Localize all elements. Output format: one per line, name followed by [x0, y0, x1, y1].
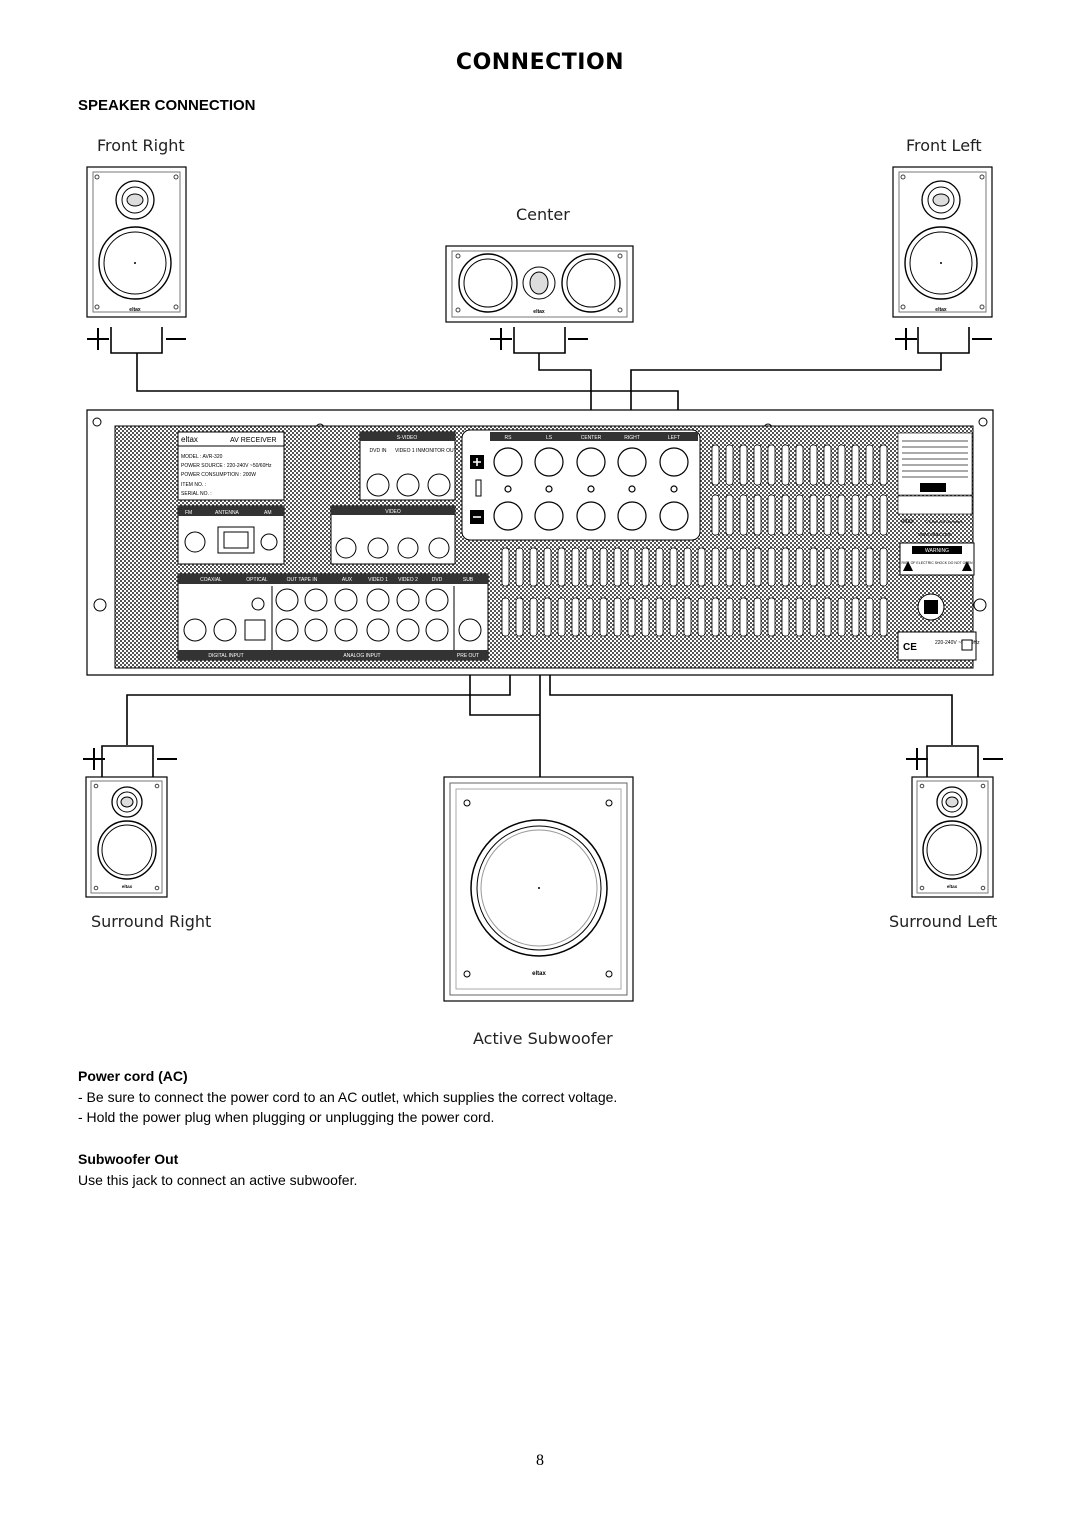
- model-title: AV RECEIVER: [230, 437, 277, 444]
- dvd-label: DVD: [432, 577, 443, 583]
- ce-mark: CE: [903, 642, 917, 653]
- page-title: CONNECTION: [455, 50, 625, 75]
- power-cord-heading: Power cord (AC): [78, 1068, 188, 1084]
- front-terminals: [87, 327, 992, 354]
- receiver-rear-panel: eltax AV RECEIVER MODEL : AVR-320 POWER …: [86, 409, 994, 676]
- svideo-label: S-VIDEO: [397, 435, 418, 441]
- sub-label: SUB: [463, 577, 474, 583]
- subwoofer-label: Active Subwoofer: [473, 1029, 613, 1048]
- front-left-label: Front Left: [906, 136, 982, 155]
- video2-label: VIDEO 2: [398, 577, 418, 583]
- section-heading: SPEAKER CONNECTION: [78, 97, 256, 114]
- power-cord-item: - Hold the power plug when plugging or u…: [78, 1109, 495, 1125]
- power-source-text: POWER SOURCE : 220-240V ~50/60Hz: [181, 463, 272, 469]
- receiver-brand: eltax: [181, 435, 198, 444]
- center-label: Center: [516, 205, 570, 224]
- front-right-label: Front Right: [97, 136, 185, 155]
- surround-terminals: [83, 745, 1003, 777]
- brand-label: eltax: [122, 884, 133, 889]
- rating-text: 220-240V ~50/60Hz: [935, 640, 980, 646]
- model-text: MODEL : AVR-320: [181, 454, 223, 460]
- item-no-text: ITEM NO. :: [181, 482, 206, 488]
- surround-right-label: Surround Right: [91, 912, 212, 931]
- brand-label: eltax: [533, 309, 545, 315]
- video1-label: VIDEO 1: [368, 577, 388, 583]
- website-text: www.eltax.com: [918, 532, 951, 538]
- monitor-out-label: MONITOR OUT: [421, 448, 456, 454]
- coaxial-label: COAXIAL: [200, 577, 222, 583]
- center-term-label: CENTER: [581, 435, 602, 441]
- front-left-speaker: eltax: [892, 166, 993, 318]
- brand-label: eltax: [129, 307, 141, 313]
- surround-right-speaker: eltax: [85, 776, 168, 898]
- pre-out-label: PRE OUT: [457, 653, 479, 659]
- tape-label: OUT TAPE IN: [287, 577, 318, 583]
- fm-label: FM: [185, 510, 192, 516]
- left-term-label: LEFT: [668, 435, 680, 441]
- dvd-in-label: DVD IN: [370, 448, 387, 454]
- power-consumption-text: POWER CONSUMPTION : 200W: [181, 472, 256, 478]
- right-term-label: RIGHT: [624, 435, 640, 441]
- serial-no-text: SERIAL NO. :: [181, 491, 212, 497]
- brand-label: eltax: [935, 307, 947, 313]
- optical-label: OPTICAL: [246, 577, 268, 583]
- power-cord-item: - Be sure to connect the power cord to a…: [78, 1089, 618, 1105]
- subwoofer-body: Use this jack to connect an active subwo…: [78, 1172, 358, 1188]
- rs-label: RS: [505, 435, 513, 441]
- video-label: VIDEO: [385, 509, 401, 515]
- aux-label: AUX: [342, 577, 353, 583]
- page-number: 8: [536, 1452, 544, 1469]
- surround-left-speaker: eltax: [911, 776, 994, 898]
- info-brand: eltax: [901, 519, 914, 525]
- ls-label: LS: [546, 435, 553, 441]
- center-speaker: eltax: [445, 245, 634, 323]
- digital-input-label: DIGITAL INPUT: [208, 653, 243, 659]
- copyright-text: © Eltax A/S Denmark: [925, 519, 963, 524]
- subwoofer-heading: Subwoofer Out: [78, 1151, 179, 1167]
- warning-label: WARNING: [925, 548, 949, 554]
- brand-label: eltax: [947, 884, 958, 889]
- subwoofer-speaker: eltax: [443, 776, 634, 1002]
- warning-sub-label: RISK OF ELECTRIC SHOCK DO NOT OPEN: [901, 561, 973, 565]
- front-right-speaker: eltax: [86, 166, 187, 318]
- surround-left-label: Surround Left: [889, 912, 998, 931]
- connection-diagram: eltax eltax eltax: [83, 166, 1003, 1002]
- analog-input-label: ANALOG INPUT: [343, 653, 380, 659]
- am-label: AM: [264, 510, 272, 516]
- video1-in-label: VIDEO 1 IN: [395, 448, 422, 454]
- antenna-label: ANTENNA: [215, 510, 240, 516]
- brand-label: eltax: [532, 971, 546, 977]
